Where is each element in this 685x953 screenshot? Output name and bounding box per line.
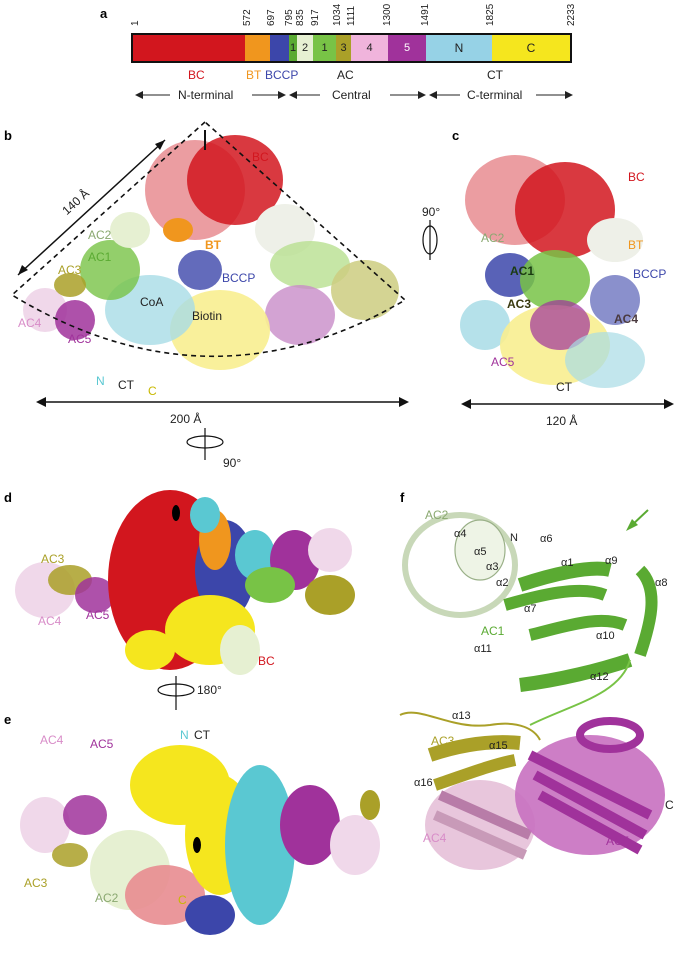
- d-label-ac4: AC4: [38, 614, 62, 628]
- label-bc: BC: [188, 68, 205, 82]
- panel-c-label: c: [452, 128, 460, 143]
- d-label-ac5: AC5: [86, 608, 110, 622]
- f-label-a1: α1: [561, 557, 574, 569]
- d-label-bc: BC: [258, 654, 275, 668]
- panel-e-label: e: [4, 712, 12, 727]
- f-label-a5: α5: [474, 546, 487, 558]
- segment-ac2: 2: [297, 35, 313, 61]
- panel-d-label: d: [4, 490, 12, 505]
- b-label-ac5: AC5: [68, 332, 92, 346]
- f-label-a15: α15: [489, 740, 508, 752]
- e-label-ac5: AC5: [90, 737, 114, 751]
- segment-ct-n: N: [426, 35, 492, 61]
- f-label-ac5: AC5: [606, 834, 630, 848]
- segment-ac3: 3: [336, 35, 351, 61]
- panel-c-structure: [460, 155, 674, 409]
- f-label-a13: α13: [452, 710, 471, 722]
- e-label-ct: CT: [194, 728, 210, 742]
- segment-ac4: 4: [351, 35, 388, 61]
- c-label-bccp: BCCP: [633, 267, 667, 281]
- label-bt: BT: [246, 68, 262, 82]
- segment-ac5: 5: [388, 35, 426, 61]
- panel-d-structure: [15, 490, 355, 710]
- b-label-biotin: Biotin: [192, 309, 223, 323]
- e-label-ac3: AC3: [24, 876, 48, 890]
- f-label-a4: α4: [454, 528, 467, 540]
- f-label-a10: α10: [596, 630, 615, 642]
- f-label-a9: α9: [605, 555, 618, 567]
- panel-a-label: a: [100, 6, 108, 21]
- f-label-ac1: AC1: [481, 624, 505, 638]
- b-label-ac4: AC4: [18, 316, 42, 330]
- b-dim-200: 200 Å: [170, 412, 202, 426]
- c-label-ac2: AC2: [481, 231, 505, 245]
- d-rot-180: 180°: [197, 683, 222, 697]
- f-label-a2: α2: [496, 577, 509, 589]
- b-label-ac1: AC1: [88, 250, 112, 264]
- segment-bt: [245, 35, 270, 61]
- e-label-c: C: [178, 893, 187, 907]
- c-rot-90: 90°: [422, 205, 441, 219]
- label-bccp: BCCP: [265, 68, 299, 82]
- b-label-n: N: [96, 374, 105, 388]
- f-label-ac3: AC3: [431, 734, 455, 748]
- region-central: Central: [332, 88, 371, 102]
- f-label-ac4: AC4: [423, 831, 447, 845]
- d-label-ac3: AC3: [41, 552, 65, 566]
- c-rotation-icon: [422, 220, 438, 260]
- segment-ac1a: 1: [289, 35, 297, 61]
- f-label-n: N: [510, 532, 518, 544]
- b-label-coa: CoA: [140, 295, 164, 309]
- panel-e-structure: [20, 745, 380, 935]
- f-label-a12: α12: [590, 671, 609, 683]
- segment-ac1b: 1: [313, 35, 336, 61]
- b-label-ac2: AC2: [88, 228, 112, 242]
- f-label-c: C: [665, 798, 674, 812]
- region-c-terminal: C-terminal: [467, 88, 523, 102]
- f-label-a3: α3: [486, 561, 499, 573]
- label-ac: AC: [337, 68, 354, 82]
- segment-bc: [133, 35, 245, 61]
- c-label-ac3: AC3: [507, 297, 532, 311]
- b-label-ac3: AC3: [58, 263, 82, 277]
- b-rot-90: 90°: [223, 456, 242, 470]
- b-label-bt: BT: [205, 238, 221, 252]
- f-label-ac2: AC2: [425, 508, 449, 522]
- c-label-ct: CT: [556, 380, 572, 394]
- panel-f-structure: [399, 509, 665, 870]
- region-n-terminal: N-terminal: [178, 88, 234, 102]
- e-label-ac2: AC2: [95, 891, 119, 905]
- e-label-ac4: AC4: [40, 733, 64, 747]
- c-label-ac4: AC4: [614, 312, 639, 326]
- f-label-a8: α8: [655, 577, 668, 589]
- panel-f-label: f: [400, 490, 405, 505]
- region-arrows: [135, 91, 573, 99]
- f-label-a16: α16: [414, 777, 433, 789]
- segment-bccp: [270, 35, 289, 61]
- e-label-n: N: [180, 728, 189, 742]
- b-label-c: C: [148, 384, 157, 398]
- b-label-bc: BC: [252, 150, 269, 164]
- domain-bar: 1 2 1 3 4 5 N C: [131, 33, 572, 63]
- c-label-ac5: AC5: [491, 355, 515, 369]
- segment-ct-c: C: [492, 35, 570, 61]
- panel-b-structure: [10, 120, 409, 460]
- label-ct: CT: [487, 68, 503, 82]
- c-dim-120: 120 Å: [546, 414, 578, 428]
- c-label-bc: BC: [628, 170, 645, 184]
- b-label-bccp: BCCP: [222, 271, 256, 285]
- panel-b-label: b: [4, 128, 12, 143]
- c-label-ac1: AC1: [510, 264, 535, 278]
- f-label-a11: α11: [474, 643, 492, 655]
- c-label-bt: BT: [628, 238, 644, 252]
- f-label-a7: α7: [524, 603, 537, 615]
- b-label-ct: CT: [118, 378, 134, 392]
- f-label-a6: α6: [540, 533, 553, 545]
